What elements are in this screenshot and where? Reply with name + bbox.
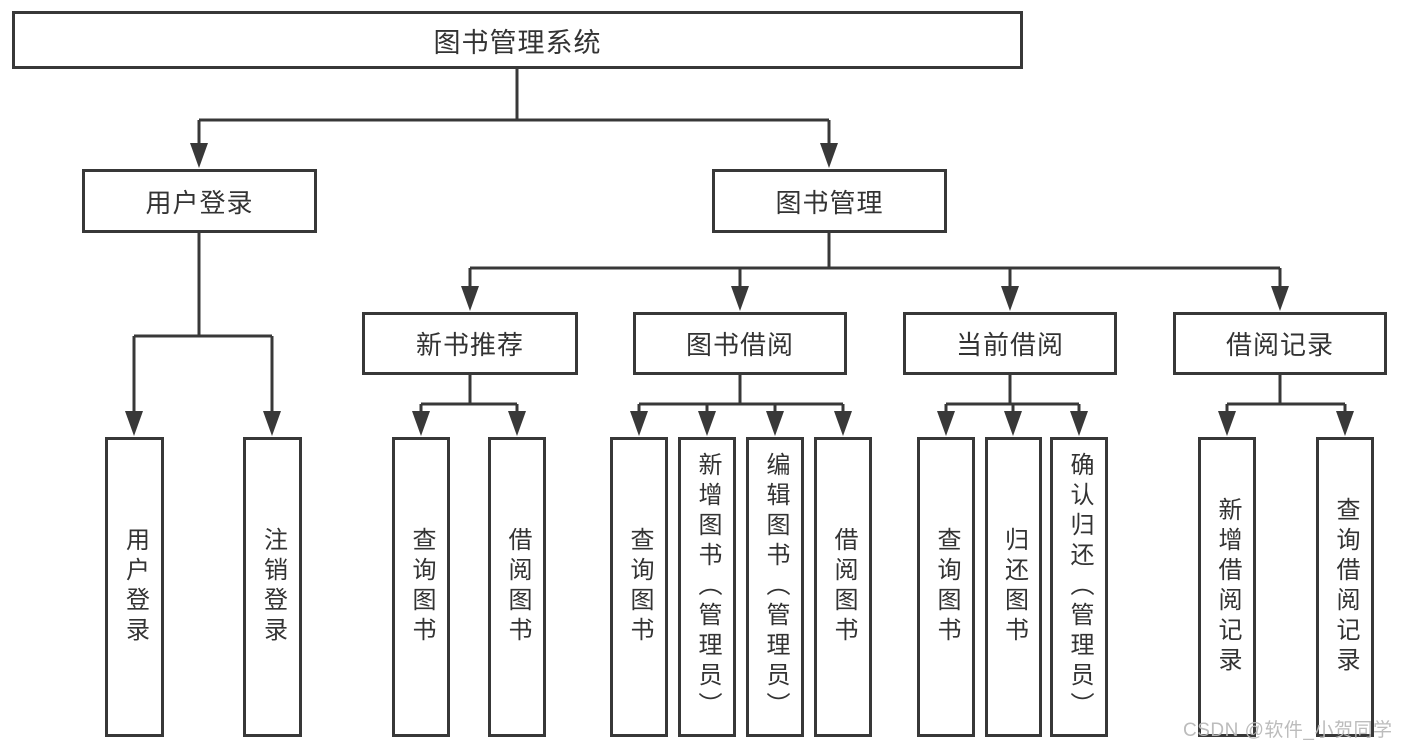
- arrowhead-icon: [412, 411, 430, 436]
- node-label: 注销登录: [259, 527, 287, 647]
- arrowhead-icon: [820, 143, 838, 168]
- tree-edges: [132, 69, 1347, 416]
- node-borrow-records: 借阅记录: [1173, 312, 1387, 375]
- node-book-management: 图书管理: [712, 169, 947, 233]
- arrowhead-icon: [698, 411, 716, 436]
- node-label: 图书管理系统: [433, 27, 602, 58]
- node-user-login: 用户登录: [82, 169, 317, 233]
- node-label: 确认归还（管理员）: [1066, 452, 1093, 722]
- leaf-bb-query-books: 查询图书: [610, 437, 668, 737]
- node-label: 用户登录: [121, 527, 149, 647]
- node-root: 图书管理系统: [12, 11, 1023, 69]
- leaf-bb-edit-books-admin: 编辑图书（管理员）: [746, 437, 804, 737]
- node-label: 用户登录: [145, 187, 254, 218]
- arrowhead-icon: [190, 143, 208, 168]
- leaf-br-query-record: 查询借阅记录: [1316, 437, 1374, 737]
- node-label: 查询图书: [626, 527, 653, 647]
- node-label: 当前借阅: [955, 330, 1064, 360]
- leaf-cb-return-books: 归还图书: [985, 437, 1042, 737]
- node-label: 查询借阅记录: [1332, 497, 1359, 677]
- arrowhead-icon: [461, 286, 479, 311]
- arrowhead-icon: [731, 286, 749, 311]
- node-book-borrow: 图书借阅: [633, 312, 847, 375]
- arrowhead-icon: [125, 411, 143, 436]
- leaf-bb-borrow-books: 借阅图书: [814, 437, 872, 737]
- arrowhead-icon: [766, 411, 784, 436]
- leaf-cb-query-books: 查询图书: [917, 437, 975, 737]
- arrowhead-icon: [1271, 286, 1289, 311]
- node-label: 新书推荐: [415, 330, 524, 360]
- node-current-borrow: 当前借阅: [903, 312, 1117, 375]
- arrowheads: [125, 143, 1354, 436]
- leaf-br-add-record: 新增借阅记录: [1198, 437, 1256, 737]
- leaf-user-login: 用户登录: [105, 437, 164, 737]
- arrowhead-icon: [1001, 286, 1019, 311]
- node-label: 查询图书: [933, 527, 960, 647]
- arrowhead-icon: [1336, 411, 1354, 436]
- arrowhead-icon: [1004, 411, 1022, 436]
- node-label: 新增借阅记录: [1214, 497, 1241, 677]
- node-label: 图书管理: [775, 187, 884, 218]
- leaf-nb-query-books: 查询图书: [392, 437, 450, 737]
- node-label: 图书借阅: [685, 330, 794, 360]
- arrowhead-icon: [1070, 411, 1088, 436]
- csdn-watermark: CSDN @软件_小贺同学: [1183, 720, 1393, 741]
- node-new-book-recommend: 新书推荐: [362, 312, 578, 375]
- leaf-logout: 注销登录: [243, 437, 302, 737]
- leaf-nb-borrow-books: 借阅图书: [488, 437, 546, 737]
- node-label: 归还图书: [1000, 527, 1028, 647]
- arrowhead-icon: [937, 411, 955, 436]
- arrowhead-icon: [834, 411, 852, 436]
- node-label: 编辑图书（管理员）: [762, 452, 789, 722]
- node-label: 借阅记录: [1225, 330, 1334, 360]
- arrowhead-icon: [1218, 411, 1236, 436]
- arrowhead-icon: [508, 411, 526, 436]
- node-label: 查询图书: [408, 527, 435, 647]
- node-label: 借阅图书: [504, 527, 531, 647]
- node-label: 新增图书（管理员）: [694, 452, 721, 722]
- arrowhead-icon: [263, 411, 281, 436]
- leaf-bb-add-books-admin: 新增图书（管理员）: [678, 437, 736, 737]
- node-label: 借阅图书: [830, 527, 857, 647]
- leaf-cb-confirm-return-admin: 确认归还（管理员）: [1050, 437, 1108, 737]
- arrowhead-icon: [630, 411, 648, 436]
